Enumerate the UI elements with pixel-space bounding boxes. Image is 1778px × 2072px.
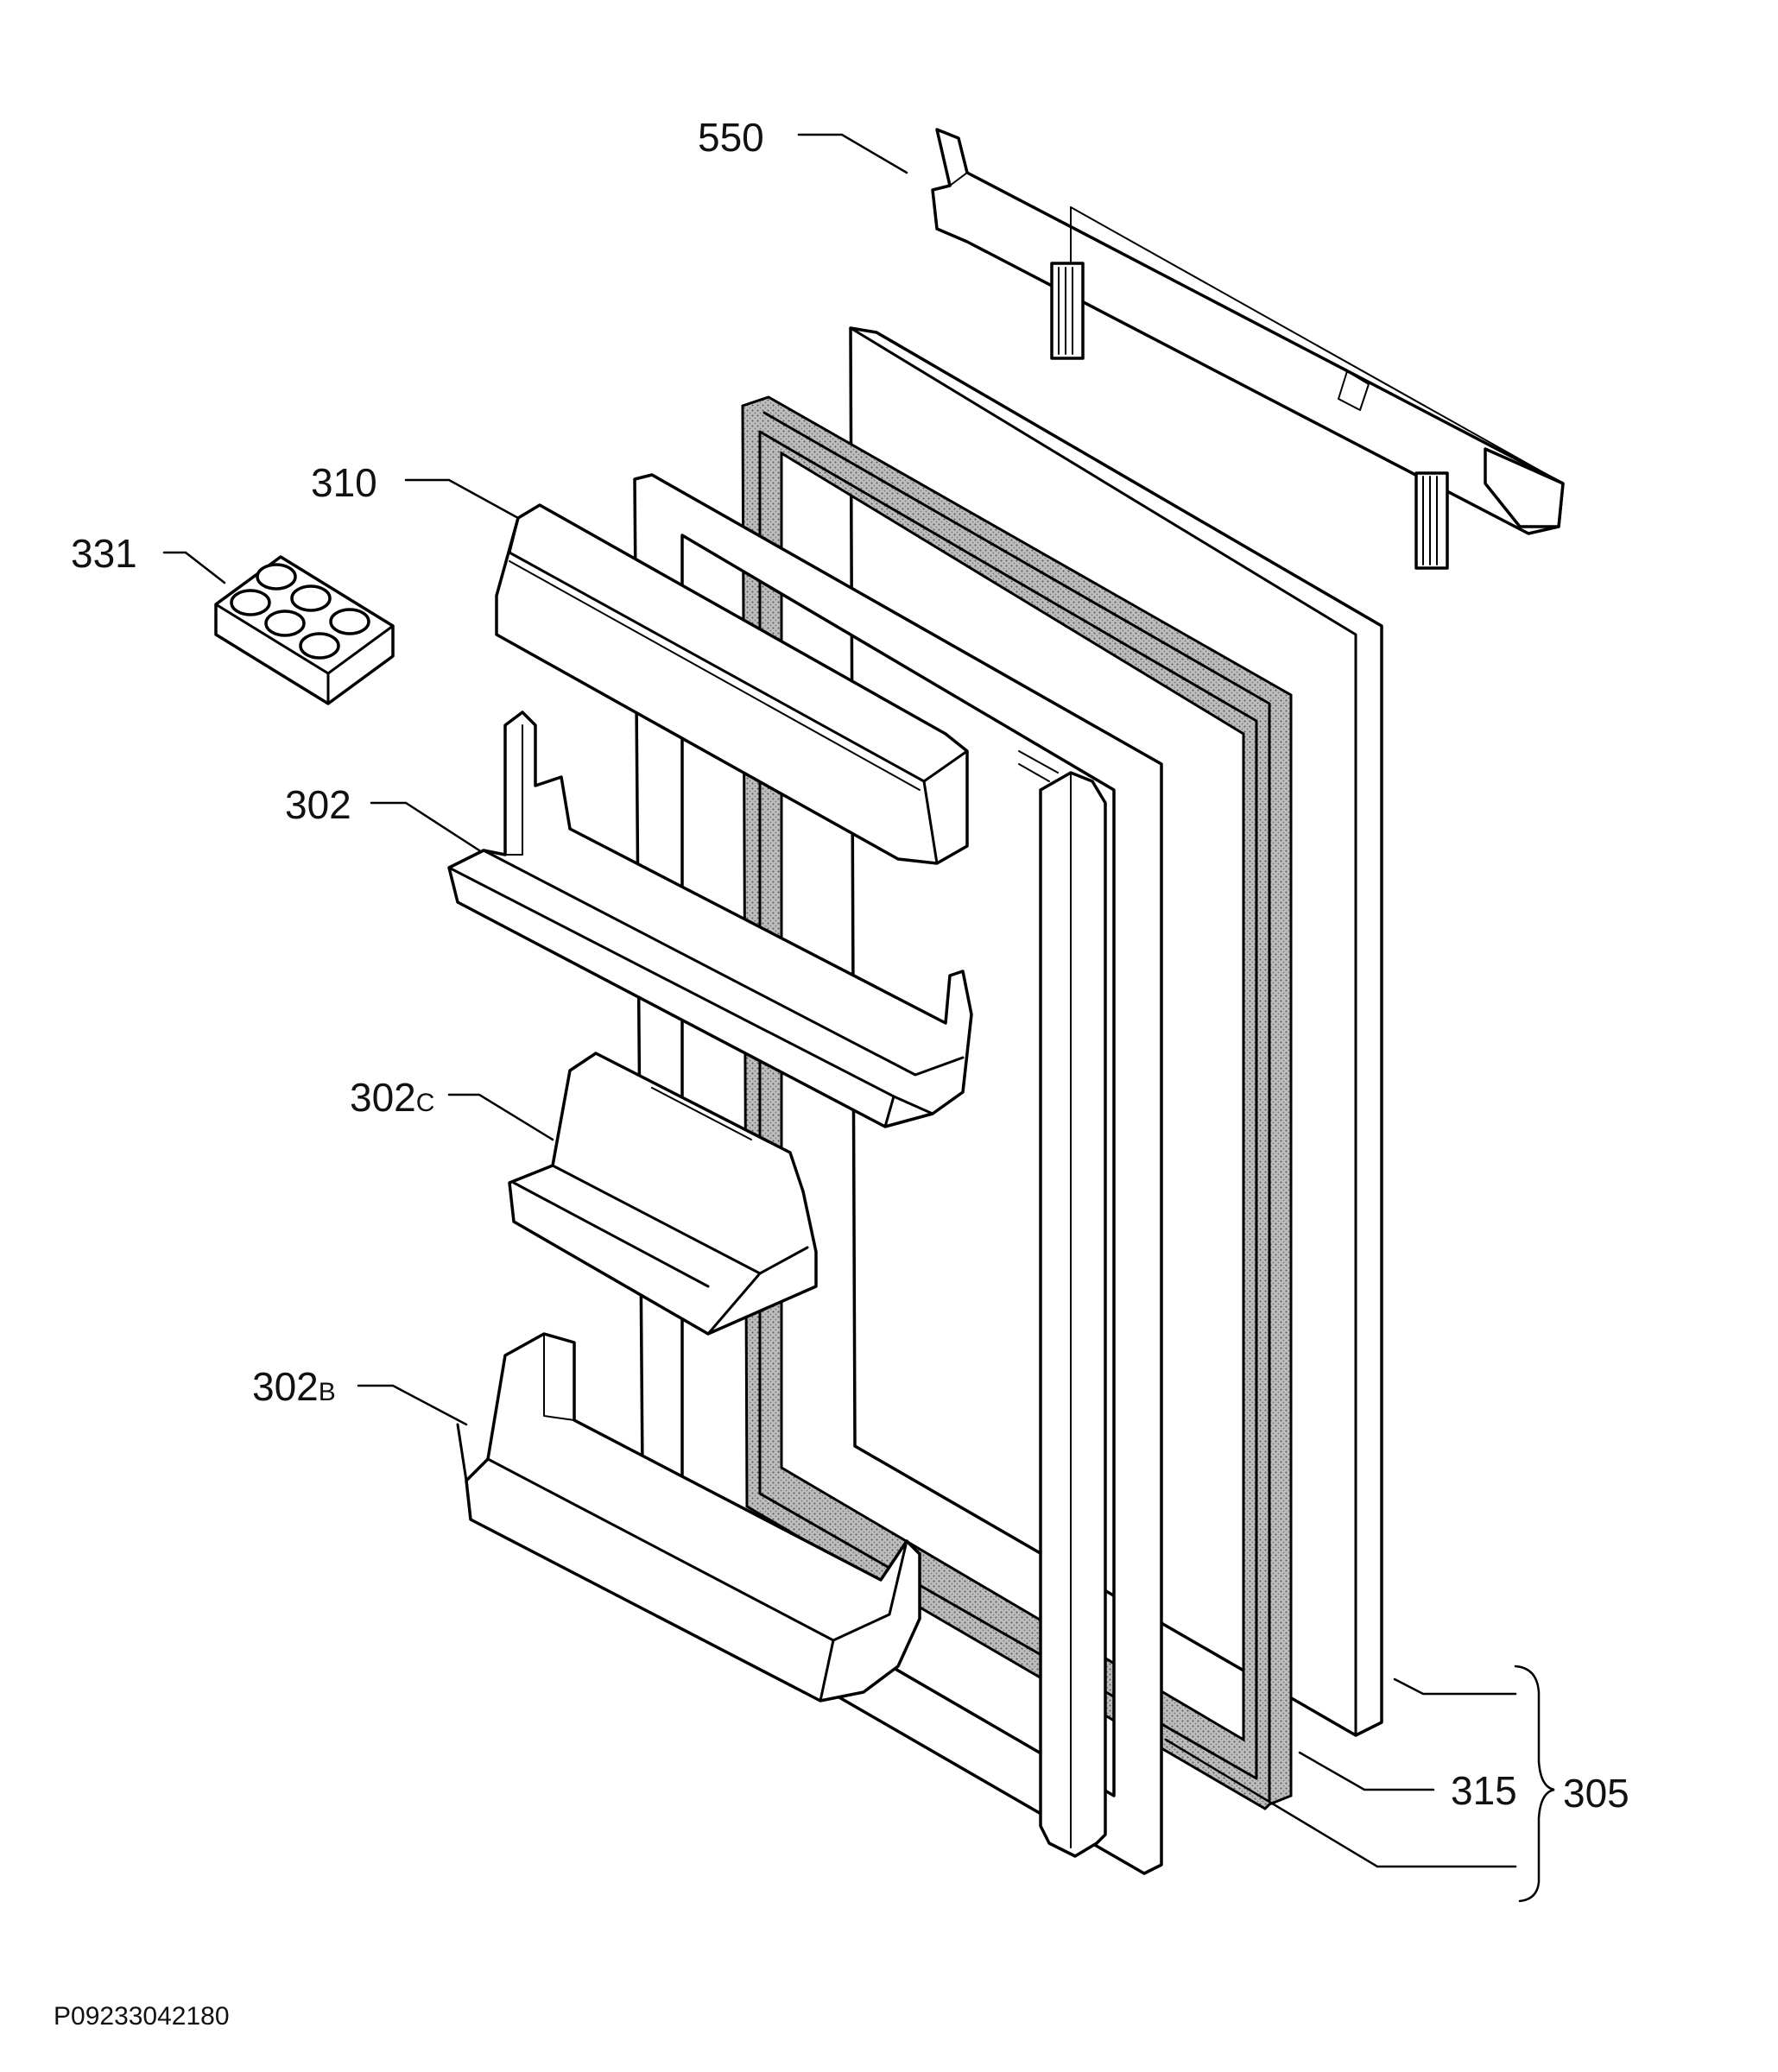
label-550: 550 [698,115,764,160]
door-handle-part [1018,750,1107,1858]
door-shelf-part [447,711,973,1128]
label-302c: 302C [350,1075,434,1120]
label-305: 305 [1563,1771,1629,1816]
label-302: 302 [285,782,351,827]
bottom-shelf-part [456,1332,921,1702]
label-315: 315 [1451,1768,1517,1813]
hinge-bracket-part [931,128,1565,570]
leader-lines [162,133,1555,1903]
dairy-compartment-part [495,503,969,865]
egg-tray-part [214,555,395,705]
label-310: 310 [311,460,377,505]
label-331: 331 [71,531,137,576]
figure-code: P09233042180 [54,2002,230,2031]
label-302b: 302B [252,1364,336,1409]
small-container-part [508,1052,818,1336]
